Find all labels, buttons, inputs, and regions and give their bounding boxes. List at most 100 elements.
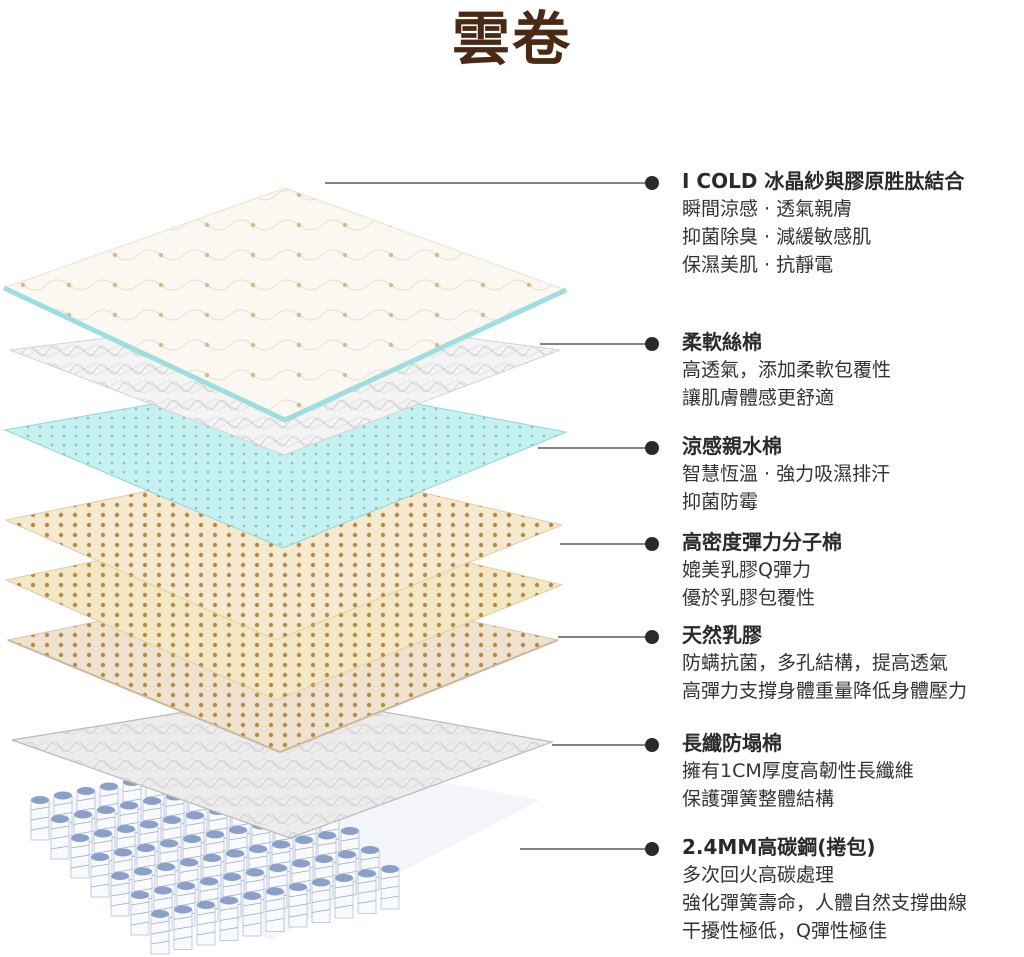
- coil-wire: [30, 806, 50, 811]
- coil-wire: [380, 895, 400, 900]
- coil-wire: [113, 859, 133, 863]
- coil-cap: [160, 839, 178, 848]
- coil-cap: [203, 854, 221, 862]
- coil-cap: [74, 810, 92, 819]
- coil-wire: [288, 893, 308, 898]
- coil-wire: [242, 912, 262, 917]
- coil-cap: [361, 846, 379, 854]
- coil-cap: [335, 874, 353, 882]
- coil-wire: [116, 835, 136, 840]
- coil-wire: [30, 826, 50, 831]
- coil-wire: [222, 893, 242, 898]
- coil-wire: [70, 864, 90, 869]
- callout-line: 強化彈簧壽命，人體自然支撐曲線: [682, 892, 968, 914]
- coil-wire: [179, 879, 199, 883]
- coil-cap: [289, 883, 307, 891]
- coil-wire: [196, 921, 216, 926]
- callout-heading: 長纖防塌棉: [682, 731, 782, 755]
- coil-cap: [94, 829, 112, 838]
- coil-body: [219, 900, 239, 941]
- coil-wire: [271, 861, 291, 865]
- callout-line: 媲美乳膠Q彈力: [682, 559, 811, 581]
- coil-wire: [70, 854, 90, 859]
- coil-wire: [110, 882, 130, 887]
- coil-cap: [100, 782, 118, 791]
- coil-wire: [139, 831, 159, 835]
- coil-body: [70, 837, 90, 879]
- coil-wire: [205, 841, 225, 845]
- callout-heading: 柔軟絲棉: [682, 330, 762, 354]
- coil-cap: [249, 845, 267, 853]
- coil-wire: [150, 940, 170, 945]
- callout-line: 干擾性極低，Q彈性極佳: [682, 920, 887, 942]
- coil-wire: [196, 911, 216, 916]
- coil-wire: [294, 856, 314, 861]
- coil-wire: [334, 894, 354, 899]
- coil-cap: [266, 887, 284, 896]
- coil-wire: [294, 846, 314, 851]
- callout-leaders: [325, 176, 659, 856]
- coil-wire: [185, 822, 205, 826]
- coil-wire: [153, 907, 173, 911]
- callout-latex: 天然乳膠 防螨抗菌，多孔結構，提高透氣 高彈力支撐身體重量降低身體壓力: [682, 621, 1022, 705]
- coil-wire: [130, 901, 150, 906]
- coil-cap: [174, 905, 192, 914]
- coil-cap: [97, 806, 115, 814]
- coil-wire: [176, 902, 196, 907]
- coil-body: [30, 799, 50, 841]
- coil-cap: [183, 835, 201, 843]
- coil-cap: [180, 858, 198, 867]
- coil-cap: [223, 873, 241, 881]
- coil-wire: [130, 921, 150, 926]
- coil-cap: [140, 820, 158, 829]
- coil-cap: [120, 801, 138, 810]
- coil-wire: [228, 846, 248, 851]
- coil-cap: [163, 816, 181, 824]
- coil-wire: [291, 880, 311, 884]
- callout-line: 擁有1CM厚度高韌性長纖維: [682, 760, 914, 782]
- coil-cap: [51, 815, 69, 823]
- callout-line: 智慧恆溫 · 強力吸濕排汗: [682, 463, 891, 485]
- coil-wire: [145, 794, 165, 798]
- coil-wire: [311, 909, 331, 913]
- coil-wire: [196, 931, 216, 936]
- coil-wire: [96, 816, 116, 821]
- coil-wire: [76, 797, 96, 802]
- coil-cap: [381, 865, 399, 873]
- coil-wire: [90, 873, 110, 878]
- coil-cap: [318, 831, 336, 840]
- coil-wire: [337, 871, 357, 875]
- coil-wire: [219, 907, 239, 911]
- coil-cap: [54, 791, 72, 800]
- coil-wire: [182, 855, 202, 860]
- coil-wire: [271, 851, 291, 855]
- coil-wire: [360, 866, 380, 871]
- coil-wire: [50, 825, 70, 830]
- coil-wire: [311, 899, 331, 903]
- coil-cap: [358, 869, 376, 878]
- coil-wire: [185, 832, 205, 836]
- callout-line: 讓肌膚體感更舒適: [682, 387, 835, 409]
- coil-wire: [76, 807, 96, 812]
- coil-wire: [320, 828, 340, 833]
- callout-line: 保濕美肌 · 抗靜電: [682, 254, 834, 276]
- callout-line: 防螨抗菌，多孔結構，提高透氣: [682, 652, 949, 674]
- coil-wire: [30, 816, 50, 821]
- coil-cap: [186, 811, 204, 820]
- coil-body: [311, 882, 331, 923]
- coil-cap: [295, 836, 313, 844]
- coil-wire: [380, 875, 400, 880]
- coil-cap: [154, 886, 172, 895]
- coil-cap: [246, 868, 264, 877]
- coil-wire: [122, 798, 142, 803]
- page-title: 雲卷: [451, 5, 572, 73]
- coil-wire: [150, 930, 170, 935]
- coil-wire: [357, 880, 377, 884]
- coil-wire: [340, 837, 360, 842]
- coil-wire: [113, 869, 133, 873]
- coil-wire: [93, 850, 113, 854]
- coil-wire: [90, 883, 110, 888]
- coil-wire: [99, 793, 119, 797]
- callout-line: 高彈力支撐身體重量降低身體壓力: [682, 680, 968, 702]
- coil-wire: [337, 861, 357, 865]
